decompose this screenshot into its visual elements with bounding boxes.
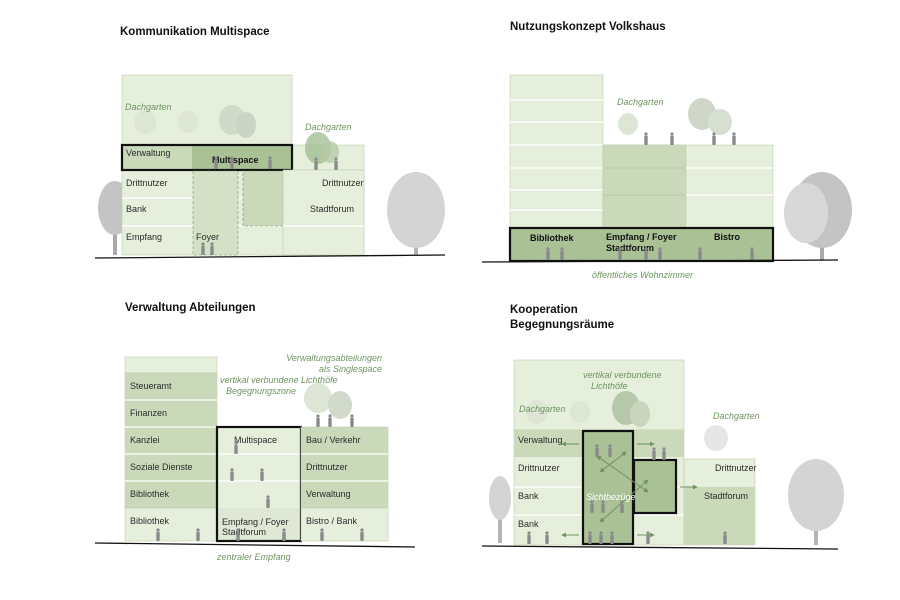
label-drittnutzer-left: Drittnutzer xyxy=(126,178,168,188)
label-stadtforum: Stadtforum xyxy=(606,243,654,253)
label-empfang: Empfang xyxy=(126,232,162,242)
label-bank: Bank xyxy=(126,204,147,214)
panel-title: Verwaltung Abteilungen xyxy=(125,302,256,314)
label-drittnutzer-right: Drittnutzer xyxy=(322,178,364,188)
label-multispace: Multispace xyxy=(212,155,259,165)
label-empfang-foyer: Empfang / Foyer xyxy=(606,232,677,242)
panel-verwaltung: Verwaltung Abteilungen Verwaltungsabteil… xyxy=(94,302,416,562)
label-sichtbezuege: Sichtbezüge xyxy=(586,492,636,502)
label-oeffentliches-wohnzimmer: öffentliches Wohnzimmer xyxy=(592,270,694,280)
panel-kooperation: Kooperation Begegnungsräume xyxy=(481,304,844,550)
tree-left xyxy=(489,476,511,543)
label-bistro-bank: Bistro / Bank xyxy=(306,516,358,526)
label-drittnutzer: Drittnutzer xyxy=(306,462,348,472)
tree-right xyxy=(387,172,445,255)
panel-title: Kommunikation Multispace xyxy=(120,26,270,38)
label-foyer: Foyer xyxy=(196,232,219,242)
label-verwaltung: Verwaltung xyxy=(126,148,171,158)
label-verwaltung: Verwaltung xyxy=(518,435,563,445)
label-dachgarten: Dachgarten xyxy=(617,97,664,107)
label-drittnutzer-left: Drittnutzer xyxy=(518,463,560,473)
tree-right xyxy=(784,172,852,260)
label-dachgarten-right: Dachgarten xyxy=(713,411,760,421)
panel-title: Nutzungskonzept Volkshaus xyxy=(510,21,666,33)
label-multispace: Multispace xyxy=(234,435,277,445)
label-stadtforum: Stadtforum xyxy=(222,527,266,537)
label-bibliothek-1: Bibliothek xyxy=(130,489,170,499)
label-bau-verkehr: Bau / Verkehr xyxy=(306,435,361,445)
label-dachgarten-left: Dachgarten xyxy=(519,404,566,414)
note-zentraler-empfang: zentraler Empfang xyxy=(216,552,291,562)
label-kanzlei: Kanzlei xyxy=(130,435,160,445)
panel-volkshaus: Nutzungskonzept Volkshaus xyxy=(481,21,852,280)
note-verwaltungsabteilungen: Verwaltungsabteilungen xyxy=(286,353,382,363)
tree-right xyxy=(788,459,844,545)
label-dachgarten-right: Dachgarten xyxy=(305,122,352,132)
note-begegnungszone: Begegnungszone xyxy=(226,386,296,396)
label-bank-1: Bank xyxy=(518,491,539,501)
panel-title-line1: Kooperation xyxy=(510,304,578,316)
label-bistro: Bistro xyxy=(714,232,741,242)
note-vertikal-verbundene: vertikal verbundene xyxy=(583,370,662,380)
label-empfang-foyer: Empfang / Foyer xyxy=(222,517,289,527)
label-stadtforum: Stadtforum xyxy=(310,204,354,214)
label-stadtforum: Stadtforum xyxy=(704,491,748,501)
label-bibliothek-2: Bibliothek xyxy=(130,516,170,526)
panel-kommunikation: Kommunikation Multispace xyxy=(94,26,446,259)
label-finanzen: Finanzen xyxy=(130,408,167,418)
note-lichthoefe: Lichthöfe xyxy=(591,381,628,391)
label-bank-2: Bank xyxy=(518,519,539,529)
panel-title-line2: Begegnungsräume xyxy=(510,319,614,331)
label-soziale-dienste: Soziale Dienste xyxy=(130,462,193,472)
note-singlespace: als Singlespace xyxy=(319,364,382,374)
label-steueramt: Steueramt xyxy=(130,381,172,391)
label-drittnutzer-right: Drittnutzer xyxy=(715,463,757,473)
note-lichthoefe: vertikal verbundene Lichthöfe xyxy=(220,375,338,385)
label-dachgarten-left: Dachgarten xyxy=(125,102,172,112)
label-verwaltung: Verwaltung xyxy=(306,489,351,499)
label-bibliothek: Bibliothek xyxy=(530,233,574,243)
